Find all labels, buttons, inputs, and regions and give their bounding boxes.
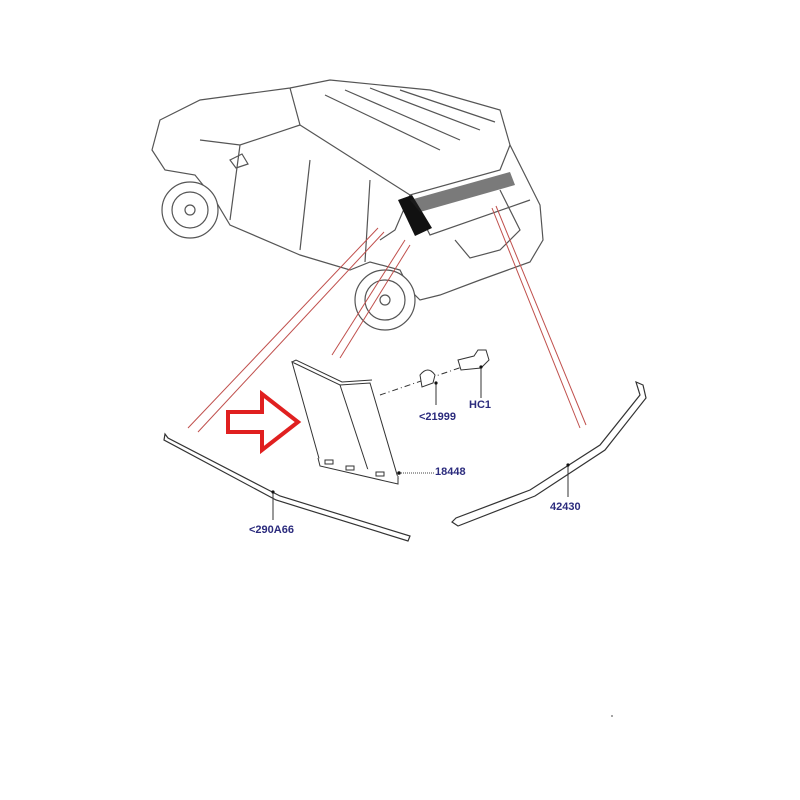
fastener-axis-line [379, 364, 469, 396]
part-21999-nut [419, 369, 436, 388]
leader-lines [187, 205, 587, 433]
part-label-42430: 42430 [550, 501, 581, 513]
part-hc1-clip [457, 349, 490, 371]
part-label-18448: 18448 [435, 466, 466, 478]
vehicle-illustration [151, 79, 544, 331]
part-290a66-moulding [163, 432, 411, 542]
part-label-hc1: HC1 [469, 399, 492, 411]
highlighted-window [398, 195, 432, 236]
part-42430-moulding [451, 380, 647, 527]
part-label-290a66: <290A66 [249, 524, 294, 536]
red-pointer-arrow [226, 389, 302, 455]
part-18448-trim-panel [291, 359, 399, 485]
tailgate-spoiler [410, 172, 515, 212]
part-label-21999: <21999 [419, 411, 457, 423]
dot-mark [611, 715, 613, 717]
